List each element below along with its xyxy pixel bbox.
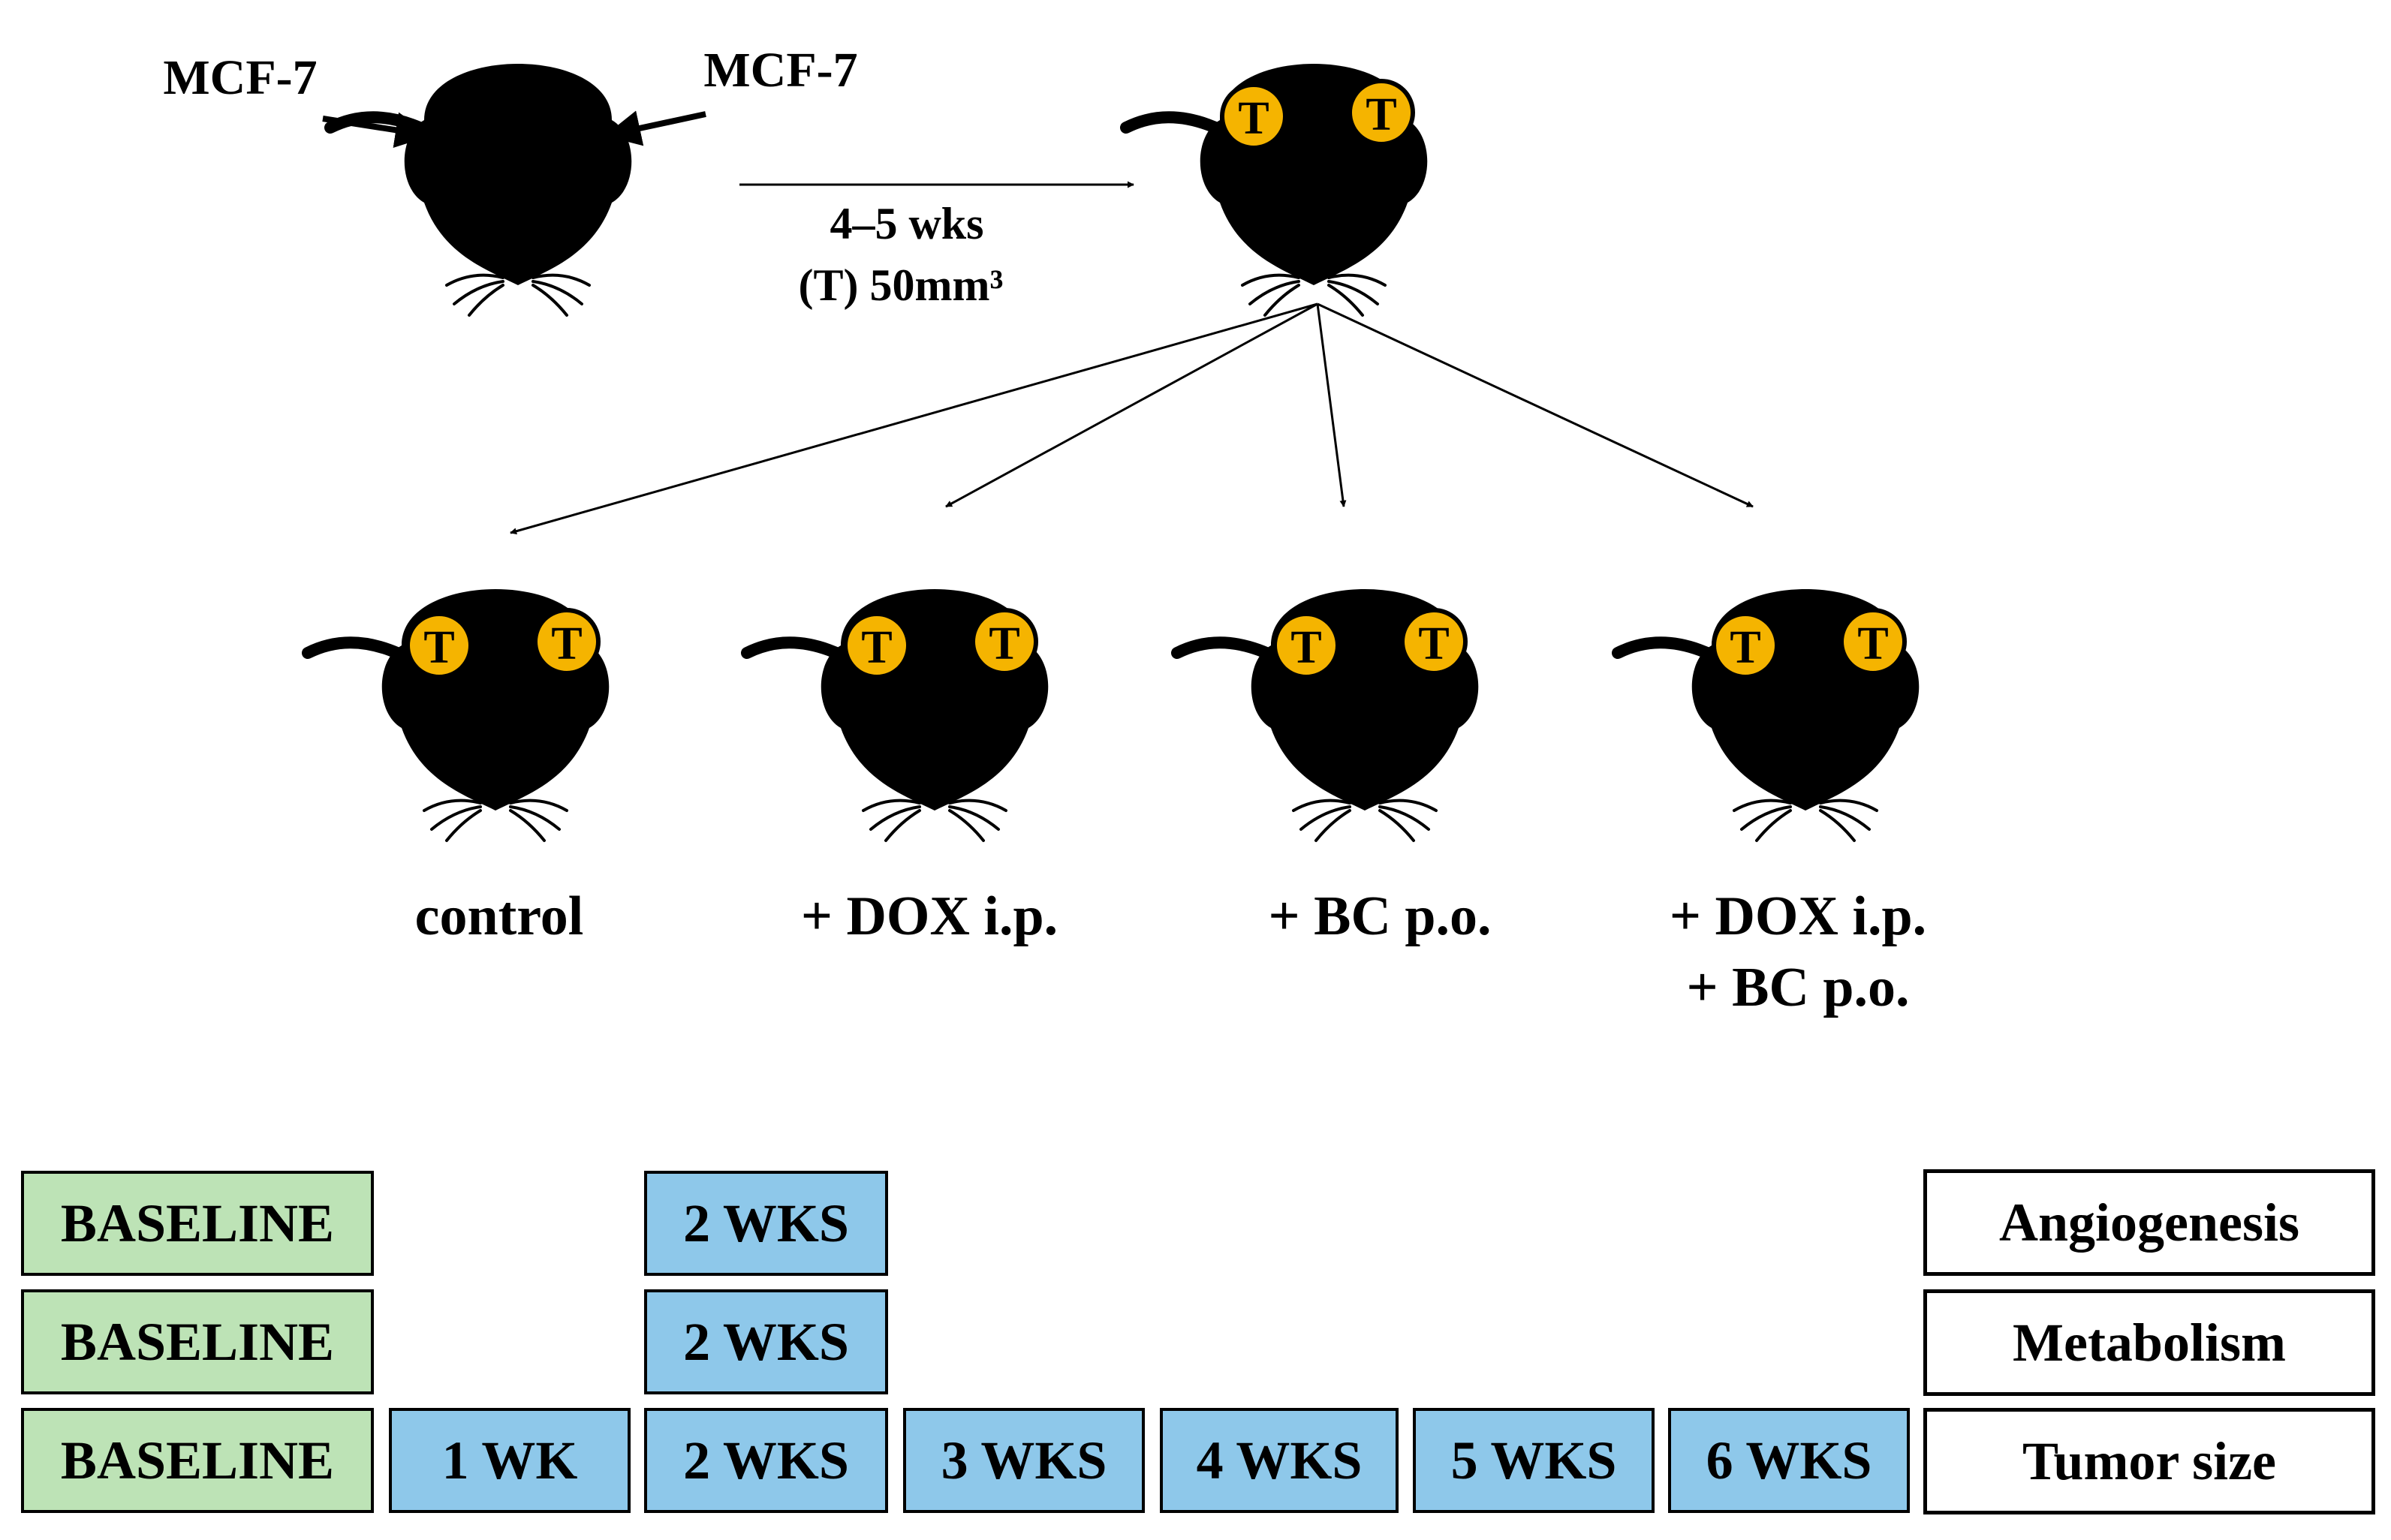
mcf7-left-label: MCF-7 xyxy=(163,50,317,105)
svg-text:T: T xyxy=(1238,93,1269,144)
group-label-dox: + DOX i.p. xyxy=(801,886,1058,947)
endpoint-metabolism: Metabolism xyxy=(1923,1289,2375,1396)
svg-text:T: T xyxy=(1418,618,1449,669)
svg-text:T: T xyxy=(1366,89,1396,140)
endpoint-tumor-size: Tumor size xyxy=(1923,1408,2375,1514)
injection-arrow-left xyxy=(322,112,432,149)
week-2-box: 2 WKS xyxy=(644,1171,888,1276)
mcf7-right-label: MCF-7 xyxy=(703,43,857,98)
svg-text:T: T xyxy=(423,622,454,673)
week-5-box: 5 WKS xyxy=(1413,1408,1655,1513)
week-1-box: 1 WK xyxy=(389,1408,631,1513)
mouse-injection xyxy=(330,64,631,315)
svg-text:T: T xyxy=(551,618,582,669)
endpoint-angiogenesis: Angiogenesis xyxy=(1923,1169,2375,1276)
tumor-marker: T xyxy=(1400,608,1468,675)
svg-text:T: T xyxy=(861,622,892,673)
week-6-box: 6 WKS xyxy=(1668,1408,1910,1513)
tumor-marker: T xyxy=(1220,83,1287,150)
tumor-marker: T xyxy=(1272,612,1340,679)
baseline-box: BASELINE xyxy=(21,1171,374,1276)
svg-text:T: T xyxy=(1857,618,1888,669)
group-assignment-arrows xyxy=(510,302,1754,535)
svg-text:T: T xyxy=(1730,622,1760,673)
week-2-box: 2 WKS xyxy=(644,1289,888,1394)
baseline-box: BASELINE xyxy=(21,1408,374,1513)
group-label-bc: + BC p.o. xyxy=(1268,886,1491,947)
svg-text:T: T xyxy=(989,618,1019,669)
tumor-marker: T xyxy=(971,608,1038,675)
week-4-box: 4 WKS xyxy=(1160,1408,1399,1513)
growth-duration: 4–5 wks xyxy=(830,199,983,248)
group-label-control: control xyxy=(415,886,584,947)
tumor-marker: T xyxy=(1839,608,1907,675)
tumor-marker: T xyxy=(843,612,911,679)
tumor-marker: T xyxy=(1348,79,1415,146)
tumor-marker: T xyxy=(1712,612,1779,679)
tumor-marker: T xyxy=(533,608,601,675)
tumor-marker: T xyxy=(405,612,473,679)
growth-tumor-volume: (T) 50mm³ xyxy=(799,260,1004,310)
group-label-dox-bc-line1: + DOX i.p. xyxy=(1670,886,1926,947)
baseline-box: BASELINE xyxy=(21,1289,374,1394)
group-label-dox-bc-line2: + BC p.o. xyxy=(1686,957,1909,1018)
week-2-box: 2 WKS xyxy=(644,1408,888,1513)
week-3-box: 3 WKS xyxy=(903,1408,1145,1513)
svg-text:T: T xyxy=(1290,622,1321,673)
injection-arrow-right xyxy=(604,110,706,146)
